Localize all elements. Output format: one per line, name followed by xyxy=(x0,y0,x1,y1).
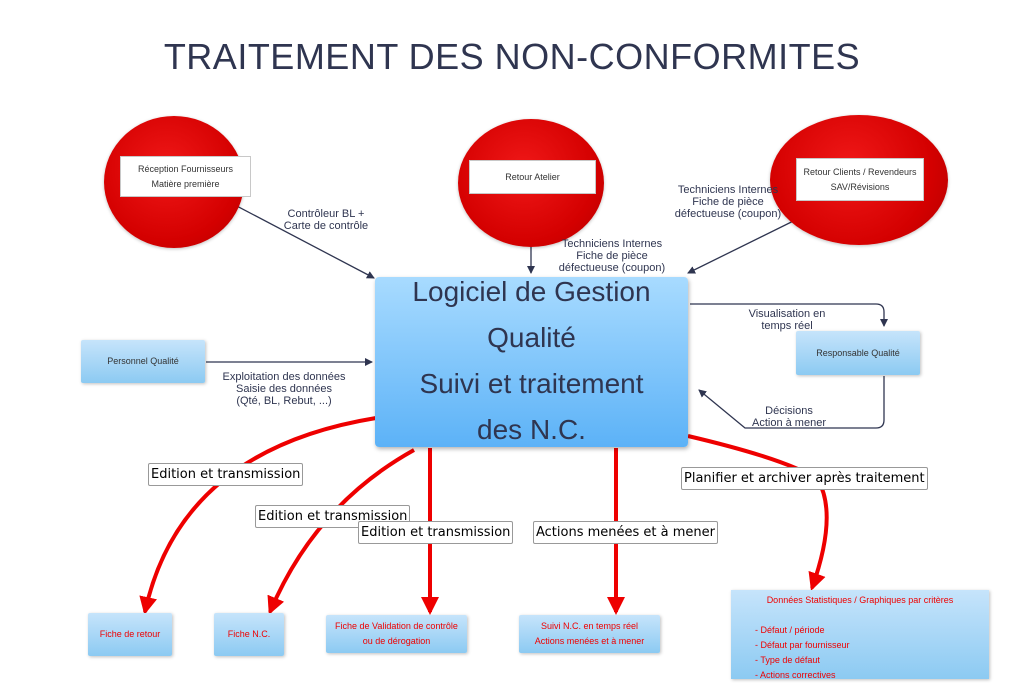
output-suivi: Suivi N.C. en temps réel Actions menées … xyxy=(519,615,660,653)
source-atelier-label: Retour Atelier xyxy=(505,171,560,182)
source-atelier: Retour Atelier xyxy=(469,160,596,194)
label-tech-clients-line1: Techniciens Internes xyxy=(677,184,779,196)
center-line1: Logiciel de Gestion xyxy=(412,276,651,307)
label-decisions-line2: Action à mener xyxy=(752,417,826,429)
label-tech-atelier-line3: défectueuse (coupon) xyxy=(558,262,666,274)
output-validation: Fiche de Validation de contrôle ou de dé… xyxy=(326,615,467,653)
stats-item: - Défaut par fournisseur xyxy=(755,640,850,650)
source-clients-line1: Retour Clients / Revendeurs xyxy=(803,166,917,177)
stats-item: - Défaut / période xyxy=(755,625,825,635)
page-title: TRAITEMENT DES NON-CONFORMITES xyxy=(163,36,861,77)
source-clients-line2: SAV/Révisions xyxy=(830,181,890,192)
label-tech-clients-line3: défectueuse (coupon) xyxy=(674,208,782,220)
output-fiche-nc: Fiche N.C. xyxy=(214,613,284,656)
label-tech-atelier: Techniciens Internes Fiche de pièce défe… xyxy=(553,238,671,274)
stats-item: - Type de défaut xyxy=(755,655,820,665)
label-tech-atelier-line1: Techniciens Internes xyxy=(561,238,663,250)
central-software-box: Logiciel de Gestion Qualité Suivi et tra… xyxy=(375,276,688,447)
source-reception-line1: Réception Fournisseurs xyxy=(137,163,234,174)
arrow-responsable-to-center xyxy=(698,376,885,429)
output-validation-line1: Fiche de Validation de contrôle xyxy=(335,621,458,631)
center-line4: des N.C. xyxy=(477,414,586,445)
label-exploitation-line1: Exploitation des données xyxy=(222,371,346,383)
output-suivi-line2: Actions menées et à mener xyxy=(534,636,645,646)
responsable-qualite-box: Responsable Qualité xyxy=(796,331,920,375)
tag-actions: Actions menées et à mener xyxy=(533,521,718,544)
label-visualisation: Visualisation en temps réel xyxy=(737,308,837,332)
output-suivi-line1: Suivi N.C. en temps réel xyxy=(540,621,639,631)
output-statistics: Données Statistiques / Graphiques par cr… xyxy=(731,590,989,680)
label-visualisation-line1: Visualisation en xyxy=(748,308,826,320)
label-tech-clients: Techniciens Internes Fiche de pièce défe… xyxy=(670,184,786,220)
label-decisions-line1: Décisions xyxy=(765,405,813,417)
output-fiche-retour: Fiche de retour xyxy=(88,613,172,656)
personnel-label: Personnel Qualité xyxy=(107,356,179,366)
output-validation-line2: ou de dérogation xyxy=(362,636,431,646)
center-line3: Suivi et traitement xyxy=(419,368,644,399)
output-fiche-nc-label: Fiche N.C. xyxy=(227,629,271,639)
label-visualisation-line2: temps réel xyxy=(761,320,813,332)
arrow-center-to-responsable xyxy=(690,303,888,327)
source-reception-line2: Matière première xyxy=(151,178,220,189)
source-reception: Réception Fournisseurs Matière première xyxy=(120,156,251,197)
stats-title: Données Statistiques / Graphiques par cr… xyxy=(766,595,954,605)
arrow-reception-to-center xyxy=(211,192,375,279)
label-controleur-line2: Carte de contrôle xyxy=(283,220,369,232)
output-fiche-retour-label: Fiche de retour xyxy=(99,629,161,639)
label-tech-clients-line2: Fiche de pièce xyxy=(692,196,764,208)
label-controleur-line1: Contrôleur BL + xyxy=(287,208,365,220)
stats-item: - Actions correctives xyxy=(755,670,836,680)
label-exploitation-line2: Saisie des données xyxy=(235,383,332,395)
tag-planifier: Planifier et archiver après traitement xyxy=(681,467,928,490)
tag-edition-3: Edition et transmission xyxy=(358,521,514,544)
label-decisions: Décisions Action à mener xyxy=(744,405,834,429)
label-controleur: Contrôleur BL + Carte de contrôle xyxy=(268,208,384,232)
stats-list: - Défaut / période - Défaut par fourniss… xyxy=(755,623,850,683)
center-line2: Qualité xyxy=(487,322,576,353)
personnel-qualite-box: Personnel Qualité xyxy=(81,340,205,383)
label-exploitation: Exploitation des données Saisie des donn… xyxy=(214,371,354,407)
red-arrow-stats xyxy=(687,434,829,591)
source-clients: Retour Clients / Revendeurs SAV/Révision… xyxy=(796,158,924,201)
tag-edition-1: Edition et transmission xyxy=(148,463,304,486)
label-tech-atelier-line2: Fiche de pièce xyxy=(576,250,648,262)
responsable-label: Responsable Qualité xyxy=(816,347,900,358)
label-exploitation-line3: (Qté, BL, Rebut, ...) xyxy=(236,395,332,407)
